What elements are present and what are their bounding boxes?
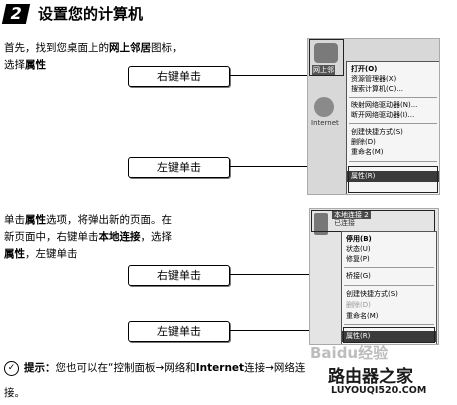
network-places-icon — [314, 43, 338, 63]
context-menu: 打开(O) 资源管理器(X) 搜索计算机(C)... 映射网络驱动器(N)...… — [346, 61, 439, 194]
leader-line — [229, 274, 334, 275]
para1-text: 首先，找到您桌面上的 — [4, 42, 109, 54]
menu-separator — [344, 267, 434, 268]
para1-bold-network: 网上邻居 — [109, 42, 151, 54]
connection-name: 本地连接 2 — [332, 211, 371, 219]
para1-text: 图标， — [151, 42, 183, 54]
screenshot-network-connection-menu: 本地连接 2 已连接 停用(B) 状态(U) 修复(P) 桥接(G) 创建快捷方… — [309, 208, 439, 345]
para2-text: 单击 — [4, 214, 25, 226]
para2-bold-properties: 属性 — [4, 248, 25, 260]
para1-bold-properties: 属性 — [25, 59, 46, 71]
para1-text: 选择 — [4, 59, 25, 71]
tip-text-line-2: 接。 — [4, 387, 25, 399]
menu-item-bridge[interactable]: 桥接(G) — [346, 272, 371, 280]
para1-line1: 首先，找到您桌面上的网上邻居图标， — [4, 40, 224, 57]
menu-separator — [344, 285, 434, 286]
menu-item-explorer[interactable]: 资源管理器(X) — [351, 75, 397, 83]
connection-status: 已连接 — [334, 219, 355, 227]
menu-item-create-shortcut[interactable]: 创建快捷方式(S) — [346, 290, 398, 298]
para2-line2: 新页面中，右键单击本地连接，选择 — [4, 229, 224, 246]
internet-icon-label: Internet — [311, 119, 339, 127]
para2-text: ，选择 — [140, 231, 173, 243]
local-connection-icon — [314, 213, 328, 235]
para2-text: ，左键单击 — [25, 248, 78, 260]
brand-watermark: 路由器之家 — [328, 367, 413, 387]
menu-item-rename[interactable]: 重命名(M) — [346, 312, 379, 320]
menu-item-create-shortcut[interactable]: 创建快捷方式(S) — [351, 128, 403, 136]
menu-item-open[interactable]: 打开(O) — [351, 65, 378, 73]
internet-explorer-icon — [314, 97, 334, 117]
context-menu: 停用(B) 状态(U) 修复(P) 桥接(G) 创建快捷方式(S) 删除(D) … — [341, 231, 437, 344]
highlight-network-icon — [309, 39, 344, 76]
step-number-badge: 2 — [1, 4, 31, 24]
network-places-label: 网上邻 — [312, 65, 335, 75]
para2-bold-local-connection: 本地连接 — [98, 231, 141, 243]
tip-text: 提示：您也可以在“控制面板→网络和Internet连接→网络连 — [24, 360, 305, 377]
menu-separator — [349, 123, 437, 124]
menu-item-properties[interactable]: 属性(R) — [347, 171, 439, 182]
highlight-properties-item — [348, 166, 438, 193]
tip-body: 连接→网络连 — [244, 362, 306, 374]
para1-line2: 选择属性 — [4, 57, 224, 74]
callout-left-click-1: 左键单击 — [128, 157, 230, 178]
para2-text: 新页面中，右键单击 — [4, 231, 99, 243]
para2-line1: 单击属性选项，将弹出新的页面。在 — [4, 212, 224, 229]
instruction-paragraph-2: 单击属性选项，将弹出新的页面。在 新页面中，右键单击本地连接，选择 属性，左键单… — [4, 212, 224, 263]
tip-body: 您也可以在“控制面板→网络和 — [55, 362, 196, 374]
screenshot-desktop-context-menu: 网上邻 Internet 打开(O) 资源管理器(X) 搜索计算机(C)... … — [307, 38, 440, 195]
tip-label: 提示： — [24, 362, 56, 374]
menu-item-status[interactable]: 状态(U) — [346, 245, 371, 253]
baidu-watermark: Baidu经验 — [310, 344, 389, 362]
leader-line — [229, 75, 315, 76]
menu-item-properties[interactable]: 属性(R) — [342, 331, 436, 342]
menu-item-delete[interactable]: 删除(D) — [351, 138, 376, 146]
url-watermark: LUYOUQI520.COM — [331, 385, 427, 396]
tip-bold-internet: Internet — [195, 362, 245, 374]
leader-line — [229, 330, 344, 331]
instruction-paragraph-1: 首先，找到您桌面上的网上邻居图标， 选择属性 — [4, 40, 224, 74]
menu-item-disable[interactable]: 停用(B) — [346, 235, 372, 243]
menu-item-repair[interactable]: 修复(P) — [346, 255, 370, 263]
menu-separator — [349, 97, 437, 98]
menu-item-disconnect-drive[interactable]: 断开网络驱动器(I)... — [351, 111, 415, 119]
para2-text: 选项，将弹出新的页面。在 — [46, 214, 172, 226]
para2-line3: 属性，左键单击 — [4, 246, 224, 263]
menu-separator — [349, 161, 437, 162]
tip-icon: ✓ — [4, 361, 19, 376]
step-title: 设置您的计算机 — [38, 5, 144, 23]
para2-bold-properties: 属性 — [25, 214, 46, 226]
callout-right-click-1: 右键单击 — [128, 66, 230, 87]
menu-item-search-computer[interactable]: 搜索计算机(C)... — [351, 85, 404, 93]
menu-item-delete[interactable]: 删除(D) — [346, 301, 371, 309]
leader-line — [229, 166, 347, 167]
callout-left-click-2: 左键单击 — [128, 321, 230, 342]
callout-right-click-2: 右键单击 — [128, 265, 230, 286]
highlight-local-connection — [311, 210, 435, 232]
highlight-properties-item — [343, 327, 435, 343]
menu-item-map-drive[interactable]: 映射网络驱动器(N)... — [351, 101, 418, 109]
menu-item-rename[interactable]: 重命名(M) — [351, 148, 384, 156]
menu-separator — [344, 324, 434, 325]
